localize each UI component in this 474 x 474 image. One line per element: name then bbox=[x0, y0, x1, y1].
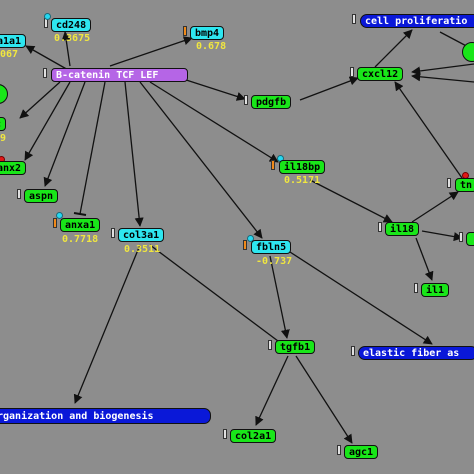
node-agc1[interactable]: agc1 bbox=[344, 445, 379, 459]
node-il18bp[interactable]: il18bp bbox=[279, 160, 326, 174]
node-marker-icon bbox=[53, 218, 57, 228]
node-marker-icon bbox=[350, 67, 354, 77]
node-offscreen-right[interactable] bbox=[462, 42, 474, 62]
node-cxcl12[interactable]: cxcl12 bbox=[357, 67, 404, 81]
node-marker-icon bbox=[268, 340, 272, 350]
node-marker-icon bbox=[244, 95, 248, 105]
node-marker-icon bbox=[243, 240, 247, 250]
node-status-icon bbox=[247, 235, 254, 242]
node-marker-icon bbox=[17, 189, 21, 199]
node-anx2[interactable]: anx2 bbox=[0, 161, 27, 175]
node-bmp4[interactable]: bmp4 bbox=[190, 26, 225, 40]
node-status-icon bbox=[44, 13, 51, 20]
node-anxa1-value: 0.7718 bbox=[62, 234, 99, 245]
node-marker-icon bbox=[459, 232, 463, 242]
edge-bcat-pdgfb bbox=[179, 77, 246, 101]
node-fbln5-value: -0.737 bbox=[256, 256, 293, 267]
node-marker-icon bbox=[337, 445, 341, 455]
edge-bcat-cd248 bbox=[61, 31, 71, 67]
node-il18bp-value: 0.5171 bbox=[284, 175, 321, 186]
node-a1a1-value: 067 bbox=[0, 49, 19, 60]
process-organization-biogenesis[interactable]: rganization and biogenesis bbox=[0, 408, 211, 424]
edge-bcat-bmp4 bbox=[109, 36, 193, 67]
node-il18[interactable]: il18 bbox=[385, 222, 420, 236]
edge-bcat-aspn bbox=[43, 81, 86, 187]
edge-bcat-col3a1 bbox=[124, 81, 144, 227]
node-c[interactable]: c bbox=[0, 117, 7, 131]
edge-pdgfb-cxcl12 bbox=[299, 76, 359, 101]
node-marker-icon bbox=[352, 14, 356, 24]
node-tgfb1[interactable]: tgfb1 bbox=[275, 340, 316, 354]
edge-il18bp-il18 bbox=[309, 179, 393, 223]
edge-right-cxcl12b bbox=[411, 72, 474, 83]
node-tn[interactable]: tn bbox=[455, 178, 474, 192]
node-status-icon bbox=[56, 212, 63, 219]
node-col3a1-value: 0.3511 bbox=[124, 244, 161, 255]
node-anxa1[interactable]: anxa1 bbox=[60, 218, 101, 232]
node-il1[interactable]: il1 bbox=[421, 283, 450, 297]
node-col2a1[interactable]: col2a1 bbox=[230, 429, 277, 443]
edge-bcat-anxa1 bbox=[79, 81, 106, 215]
node-offscreen-right-2[interactable] bbox=[466, 232, 474, 246]
node-marker-icon bbox=[351, 346, 355, 356]
node-marker-icon bbox=[223, 429, 227, 439]
pathway-beta-catenin[interactable]: B-catenin TCF LEF bbox=[51, 68, 188, 82]
edge-il18-right bbox=[421, 230, 463, 242]
edge-tgfb1-agc1 bbox=[295, 355, 353, 444]
node-a1a1[interactable]: a1a1 bbox=[0, 34, 27, 48]
edge-il18-il1 bbox=[415, 237, 434, 281]
node-marker-icon bbox=[271, 160, 275, 170]
node-marker-icon bbox=[447, 178, 451, 188]
edge-cxcl12-cellprolif bbox=[374, 29, 413, 68]
node-marker-icon bbox=[111, 228, 115, 238]
node-marker-icon bbox=[414, 283, 418, 293]
node-col3a1[interactable]: col3a1 bbox=[118, 228, 165, 242]
node-cd248-value: 0.3675 bbox=[54, 33, 91, 44]
edge-bcat-il18bp bbox=[149, 81, 279, 163]
node-cd248[interactable]: cd248 bbox=[51, 18, 92, 32]
node-bmp4-value: 0.678 bbox=[196, 41, 227, 52]
node-fbln5[interactable]: fbln5 bbox=[251, 240, 292, 254]
edge-tgfb1-col2a1 bbox=[255, 355, 289, 426]
edge-fbln5-tgfb1 bbox=[269, 255, 290, 339]
node-marker-icon bbox=[183, 26, 187, 36]
edge-tn-cxcl12 bbox=[394, 81, 463, 179]
node-c-value: 9 bbox=[0, 133, 7, 144]
edge-bcat-anx2 bbox=[24, 81, 71, 161]
node-pdgfb[interactable]: pdgfb bbox=[251, 95, 292, 109]
node-marker-icon bbox=[378, 222, 382, 232]
edge-col3a1-tgfb1 bbox=[149, 244, 283, 345]
edge-bcat-c bbox=[19, 81, 61, 119]
process-cell-proliferation[interactable]: cell proliferatio bbox=[360, 14, 474, 28]
edge-right-cxcl12a bbox=[411, 63, 474, 76]
edge-bcat-a1a1 bbox=[25, 45, 71, 72]
edge-bcat-fbln5 bbox=[139, 81, 263, 239]
node-aspn[interactable]: aspn bbox=[24, 189, 59, 203]
process-elastic-fiber[interactable]: elastic fiber as bbox=[358, 346, 474, 360]
edge-col3a1-org bbox=[73, 244, 141, 404]
edge-fbln5-elastic bbox=[289, 251, 433, 345]
edge-bcat-anxa1-bar bbox=[73, 212, 87, 216]
node-marker-icon bbox=[43, 68, 47, 78]
edge-il18-tn bbox=[411, 191, 459, 223]
